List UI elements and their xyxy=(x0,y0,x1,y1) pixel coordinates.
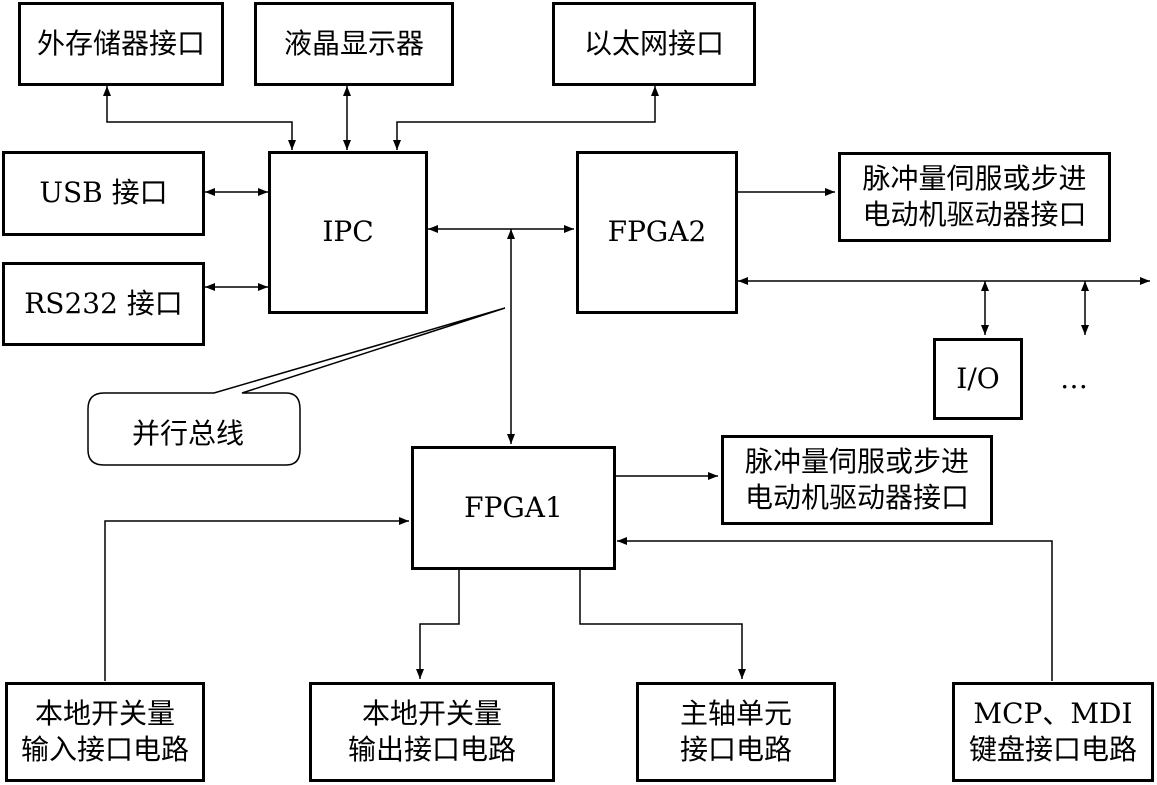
servo-bottom-label: 脉冲量伺服或步进 电动机驱动器接口 xyxy=(744,444,969,514)
fpga2-box: FPGA2 xyxy=(576,151,738,314)
ipc-box: IPC xyxy=(268,151,428,314)
lcd-label: 液晶显示器 xyxy=(283,26,424,60)
ipc-label: IPC xyxy=(322,215,374,249)
local-input-label: 本地开关量 输入接口电路 xyxy=(20,696,189,766)
ellipsis-text: … xyxy=(1060,362,1088,395)
local-output-label: 本地开关量 输出接口电路 xyxy=(347,696,516,766)
local-input-box: 本地开关量 输入接口电路 xyxy=(5,682,205,782)
local-output-box: 本地开关量 输出接口电路 xyxy=(309,682,555,782)
servo-bottom-box: 脉冲量伺服或步进 电动机驱动器接口 xyxy=(721,435,993,525)
mcp-label: MCP、MDI 键盘接口电路 xyxy=(968,696,1137,766)
ext-storage-box: 外存储器接口 xyxy=(18,2,224,86)
wire-localin-fpga1 xyxy=(104,517,409,681)
io-label: I/O xyxy=(956,361,1000,395)
wire-ethernet-ipc xyxy=(393,86,659,150)
fpga2-label: FPGA2 xyxy=(607,215,707,249)
fpga1-box: FPGA1 xyxy=(411,446,616,570)
ext-storage-label: 外存储器接口 xyxy=(36,26,205,60)
wire-mcp-fpga1 xyxy=(617,537,1053,681)
wire-fpga1-localout xyxy=(416,570,460,679)
rs232-box: RS232 接口 xyxy=(2,262,205,346)
usb-label: USB 接口 xyxy=(39,176,168,210)
ethernet-label: 以太网接口 xyxy=(583,26,724,60)
rs232-label: RS232 接口 xyxy=(24,286,183,320)
io-box: I/O xyxy=(933,338,1023,420)
parallel-bus-label: 并行总线 xyxy=(132,417,245,450)
wire-storage-ipc xyxy=(103,86,296,150)
spindle-box: 主轴单元 接口电路 xyxy=(636,682,836,782)
lcd-box: 液晶显示器 xyxy=(254,2,454,86)
usb-box: USB 接口 xyxy=(2,151,205,236)
ethernet-box: 以太网接口 xyxy=(552,2,756,86)
servo-top-box: 脉冲量伺服或步进 电动机驱动器接口 xyxy=(838,152,1111,242)
bus-callout xyxy=(87,307,506,466)
servo-top-label: 脉冲量伺服或步进 电动机驱动器接口 xyxy=(862,161,1087,231)
fpga1-label: FPGA1 xyxy=(464,490,563,524)
wire-fpga1-spindle xyxy=(579,570,746,679)
mcp-box: MCP、MDI 键盘接口电路 xyxy=(952,682,1154,782)
spindle-label: 主轴单元 接口电路 xyxy=(679,696,792,766)
